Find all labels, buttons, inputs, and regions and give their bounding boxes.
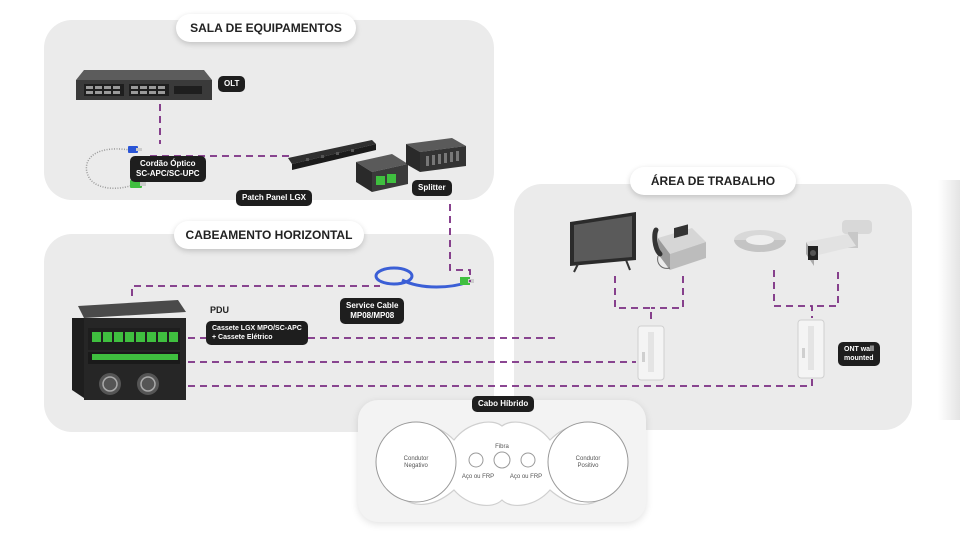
negative-conductor-label-line2: Negativo — [404, 463, 428, 469]
work-area-title: ÁREA DE TRABALHO — [630, 167, 796, 195]
equipment-room-title: SALA DE EQUIPAMENTOS — [176, 14, 356, 42]
ip-phone-icon — [652, 224, 706, 270]
service-cable-label-line2: MP08/MP08 — [350, 311, 395, 320]
olt-label: OLT — [218, 76, 246, 92]
splitter-icon — [406, 138, 466, 172]
ont-label-line1: ONT wall — [844, 346, 874, 353]
positive-conductor-label-line1: Condutor — [576, 456, 601, 462]
tv-icon — [570, 212, 636, 273]
patch-panel-label: Patch Panel LGX — [236, 190, 313, 206]
fiber-label: Fibra — [495, 444, 509, 450]
cassette-label-line1: Cassete LGX MPO/SC-APC — [212, 325, 302, 332]
horizontal-cabling-title: CABEAMENTO HORIZONTAL — [174, 221, 364, 249]
edge-shadow — [938, 180, 960, 420]
patch-panel-icon — [288, 140, 376, 170]
positive-conductor-label-line2: Positivo — [577, 463, 599, 469]
steel-left-label: Aço ou FRP — [462, 474, 494, 480]
ip-camera-icon — [806, 220, 872, 266]
service-cable-icon — [374, 266, 474, 289]
cassette-icon — [356, 154, 408, 192]
ont-label-line2: mounted — [844, 355, 874, 362]
ont-label: ONT wall mounted — [838, 342, 880, 366]
cassette-label: Cassete LGX MPO/SC-APC + Cassete Elétric… — [206, 321, 308, 345]
service-cable-label-line1: Service Cable — [346, 301, 399, 310]
patch-cord-label: Cordão Óptico SC-APC/SC-UPC — [130, 156, 206, 182]
negative-conductor-label-line1: Condutor — [404, 456, 429, 462]
patch-cord-icon — [85, 146, 146, 189]
olt-icon — [76, 70, 212, 100]
patch-cord-label-line2: SC-APC/SC-UPC — [136, 169, 200, 178]
cassette-label-line2: + Cassete Elétrico — [212, 334, 273, 341]
access-point-icon — [734, 230, 786, 252]
splitter-label: Splitter — [412, 180, 452, 196]
hybrid-cable-label: Cabo Híbrido — [472, 396, 535, 412]
pdu-label: PDU — [210, 305, 230, 315]
ont-right-icon — [797, 319, 825, 379]
hybrid-cable-cross-section: Condutor Negativo Condutor Positivo Fibr… — [375, 421, 629, 507]
pdu-rack-icon — [72, 300, 186, 400]
patch-cord-label-line1: Cordão Óptico — [140, 159, 196, 168]
ont-left-icon — [637, 325, 665, 381]
service-cable-label: Service Cable MP08/MP08 — [340, 298, 405, 324]
steel-right-label: Aço ou FRP — [510, 474, 542, 480]
